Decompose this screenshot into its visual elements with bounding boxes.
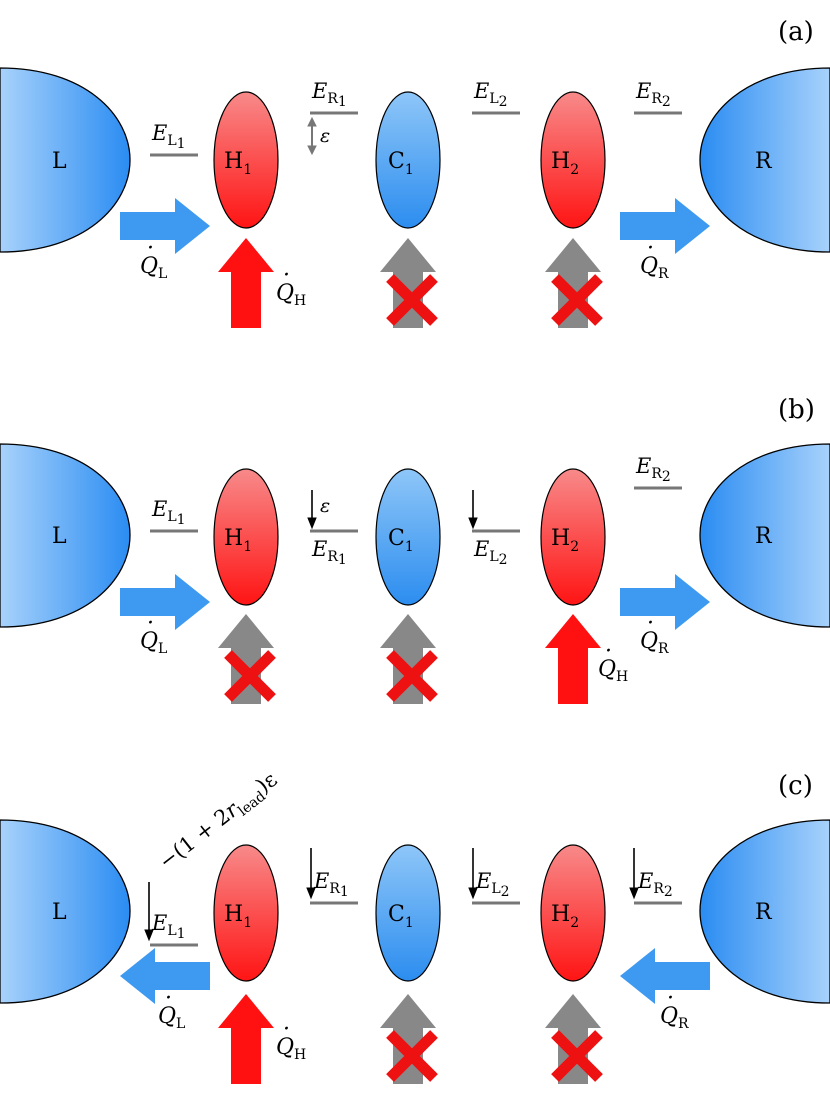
level-label: ER1 bbox=[311, 537, 347, 568]
shift-arrow bbox=[468, 848, 478, 900]
level-label: ER1 bbox=[313, 869, 349, 900]
cross-icon bbox=[386, 1030, 438, 1082]
lead-left-label: L bbox=[52, 900, 67, 925]
level-label: EL2 bbox=[473, 79, 508, 110]
dot-accent: · bbox=[667, 986, 674, 1011]
level-label: EL1 bbox=[151, 121, 186, 152]
QR-label: QR bbox=[640, 629, 669, 657]
panel-c: (c) L R H1 C1 H2 EL1 ER1 EL2 ER2 bbox=[0, 767, 830, 1084]
shift-arrow bbox=[306, 848, 316, 900]
cross-icon bbox=[224, 650, 276, 702]
QL-label: QL bbox=[140, 254, 167, 282]
QH-label: QH bbox=[276, 1035, 306, 1063]
cold-dot-1 bbox=[375, 844, 441, 982]
dot-label: C1 bbox=[388, 149, 414, 178]
panel-label: (a) bbox=[778, 17, 814, 47]
level-label: ER2 bbox=[637, 869, 673, 900]
dot-accent: · bbox=[147, 236, 154, 261]
dot-accent: · bbox=[165, 986, 172, 1011]
level-label: EL2 bbox=[475, 869, 510, 900]
level-label: ER2 bbox=[635, 454, 671, 485]
dot-label: H2 bbox=[551, 902, 579, 931]
hot-dot-2 bbox=[540, 91, 606, 229]
lead-right bbox=[699, 819, 830, 1004]
cross-icon bbox=[386, 274, 438, 326]
heat-arrow-QH-active bbox=[545, 614, 601, 704]
QR-label: QR bbox=[660, 1004, 689, 1032]
hot-dot-1 bbox=[213, 91, 279, 229]
heat-arrow-QH-active bbox=[218, 238, 274, 328]
heat-arrow-QR bbox=[620, 948, 710, 1004]
panel-a: (a) L R H1 C1 H2 EL1 ER1 EL2 ER2 ε QL · bbox=[0, 17, 830, 328]
dot-label: H1 bbox=[224, 902, 252, 931]
lead-left-label: L bbox=[52, 524, 67, 549]
hot-dot-1 bbox=[213, 468, 279, 606]
QL-label: QL bbox=[158, 1004, 185, 1032]
cross-icon bbox=[386, 650, 438, 702]
lead-right-label: R bbox=[755, 524, 773, 549]
QH-label: QH bbox=[276, 281, 306, 309]
cold-dot-1 bbox=[375, 91, 441, 229]
dot-label: C1 bbox=[388, 526, 414, 555]
cross-icon bbox=[551, 274, 603, 326]
level-label: EL1 bbox=[151, 497, 186, 528]
lead-left-label: L bbox=[52, 149, 67, 174]
level-label: EL2 bbox=[473, 537, 508, 568]
dot-accent: · bbox=[283, 263, 290, 288]
hot-dot-2 bbox=[540, 468, 606, 606]
dot-accent: · bbox=[605, 639, 612, 664]
epsilon-double-arrow bbox=[307, 116, 317, 156]
dot-label: H2 bbox=[551, 526, 579, 555]
level-label: ER2 bbox=[635, 79, 671, 110]
dot-accent: · bbox=[147, 611, 154, 636]
heat-arrow-QR bbox=[620, 574, 710, 630]
lead-left bbox=[0, 67, 131, 253]
shift-arrow bbox=[144, 882, 154, 942]
dot-label: H1 bbox=[224, 526, 252, 555]
heat-arrow-QR bbox=[620, 198, 710, 254]
panel-b: (b) L R H1 C1 H2 EL1 ER1 EL2 ER2 ε QL · bbox=[0, 395, 830, 704]
hot-dot-1 bbox=[213, 844, 279, 982]
shift-arrow bbox=[307, 490, 317, 530]
lead-right bbox=[699, 443, 830, 628]
hot-dot-2 bbox=[540, 844, 606, 982]
dot-label: H2 bbox=[551, 149, 579, 178]
shift-arrow bbox=[629, 848, 639, 900]
epsilon-label: ε bbox=[320, 125, 330, 147]
panel-label: (b) bbox=[778, 395, 815, 425]
dot-accent: · bbox=[647, 611, 654, 636]
panel-label: (c) bbox=[778, 771, 813, 801]
dot-label: C1 bbox=[388, 902, 414, 931]
lead-left bbox=[0, 443, 131, 628]
shift-arrow bbox=[468, 490, 478, 530]
QL-label: QL bbox=[140, 629, 167, 657]
QR-label: QR bbox=[640, 254, 669, 282]
epsilon-label: ε bbox=[320, 495, 330, 517]
cross-icon bbox=[551, 1030, 603, 1082]
heat-arrow-QL bbox=[120, 948, 210, 1004]
lead-right bbox=[699, 67, 830, 253]
heat-arrow-QL bbox=[120, 198, 210, 254]
dot-label: H1 bbox=[224, 149, 252, 178]
cold-dot-1 bbox=[375, 468, 441, 606]
heat-arrow-QL bbox=[120, 574, 210, 630]
lead-right-label: R bbox=[755, 900, 773, 925]
dot-accent: · bbox=[647, 236, 654, 261]
level-label: ER1 bbox=[311, 79, 347, 110]
lead-right-label: R bbox=[755, 149, 773, 174]
lead-left bbox=[0, 819, 131, 1004]
QH-label: QH bbox=[598, 657, 628, 685]
dot-accent: · bbox=[283, 1017, 290, 1042]
level-label: EL1 bbox=[151, 911, 186, 942]
heat-arrow-QH-active bbox=[218, 994, 274, 1084]
